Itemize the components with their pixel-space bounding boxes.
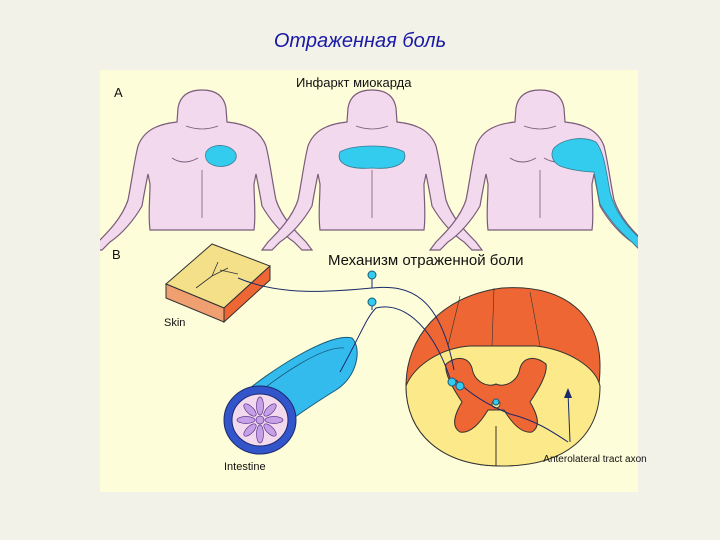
panel-b-title: Механизм отраженной боли	[328, 252, 524, 269]
pain-area-right	[551, 138, 638, 249]
panel-a-title: Инфаркт миокарда	[296, 75, 412, 90]
panel-a-letter: A	[114, 85, 123, 100]
intestine-tube	[223, 336, 358, 455]
skin-block	[165, 243, 271, 324]
skin-label: Skin	[164, 317, 186, 329]
tract-axon-label: Anterolateral tract axon	[543, 454, 647, 465]
intestine-label: Intestine	[224, 461, 266, 473]
spinal-cord-section	[405, 287, 601, 467]
torso-figure-center	[261, 89, 483, 251]
torso-figure-left	[100, 89, 313, 251]
diagram-figure	[100, 89, 638, 467]
arrow-up-icon	[564, 388, 572, 398]
panel-b-letter: B	[112, 247, 121, 262]
slide-title: Отраженная боль	[273, 30, 447, 52]
neuron-cells	[367, 270, 500, 406]
diagram-panel: A Инфаркт миокарда B Механизм отраженной…	[100, 70, 647, 492]
torso-figure-right	[429, 89, 638, 251]
pain-area-left	[205, 145, 237, 167]
pain-area-center	[338, 145, 406, 169]
nerve-fibers	[237, 277, 571, 443]
